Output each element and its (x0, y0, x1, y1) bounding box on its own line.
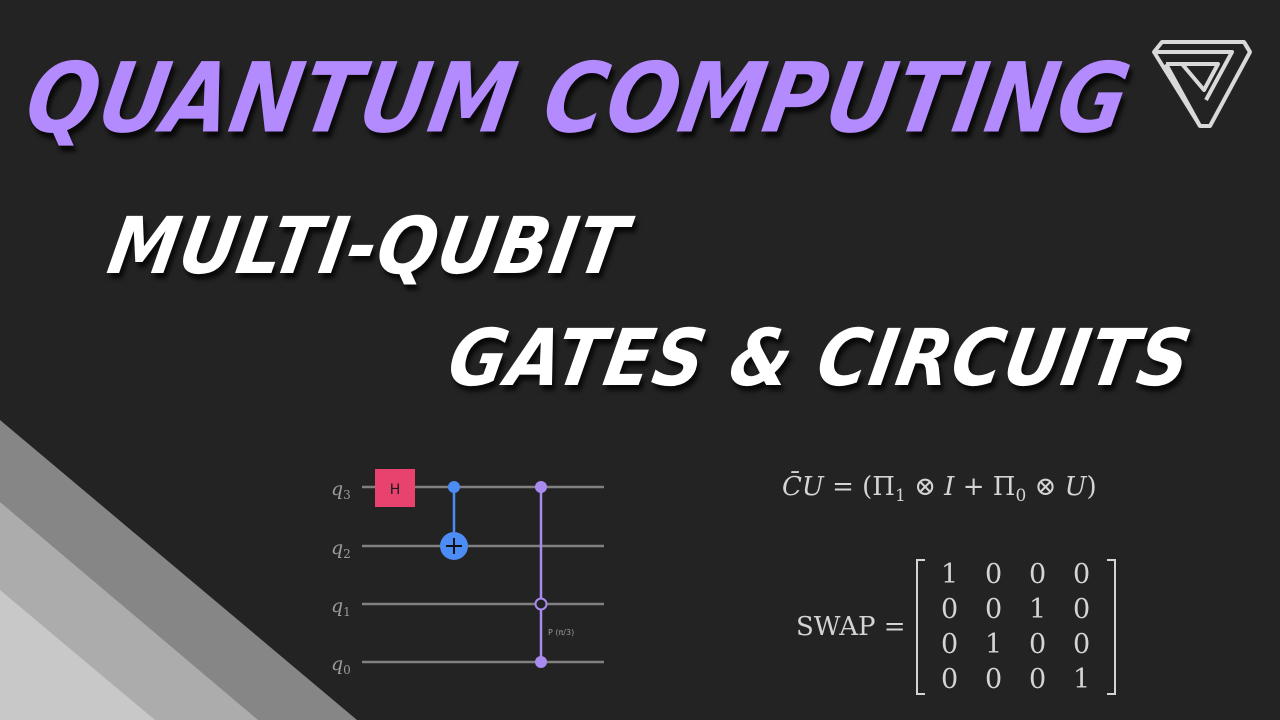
qubit-label-q3: q3 (331, 478, 351, 502)
h-gate: H (375, 469, 415, 507)
impossible-triangle-icon (1152, 40, 1252, 128)
swap-label: SWAP = (796, 612, 906, 642)
phase-gate-label: P (π/3) (548, 628, 574, 637)
subtitle-gates-circuits: GATES & CIRCUITS (441, 312, 1199, 404)
qubit-label-q0: q0 (331, 653, 351, 677)
title-quantum-computing: QUANTUM COMPUTING (18, 42, 1139, 155)
cnot-gate (440, 481, 468, 560)
subtitle-multi-qubit: MULTI-QUBIT (101, 200, 635, 292)
qubit-label-q2: q2 (331, 537, 351, 561)
controlled-u-formula: C̄U = (Π1 ⊗ I + Π0 ⊗ U) (782, 472, 1097, 507)
qubit-label-q1: q1 (331, 595, 351, 619)
svg-text:H: H (390, 482, 401, 498)
controlled-phase-gate: P (π/3) (534, 481, 574, 668)
quantum-circuit-diagram: q3 q2 q1 q0 H P (π/3) (331, 469, 604, 677)
